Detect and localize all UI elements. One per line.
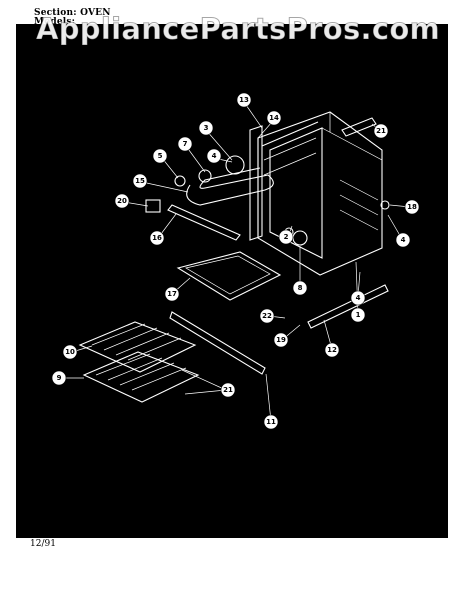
element-bracket xyxy=(167,204,241,241)
callout-22: 22 xyxy=(259,308,275,324)
svg-text:9: 9 xyxy=(57,374,62,382)
callout-4-right: 4 xyxy=(395,232,411,248)
wire-connector xyxy=(380,200,390,210)
oven-racks xyxy=(78,321,200,403)
svg-text:2: 2 xyxy=(284,233,289,241)
svg-text:4: 4 xyxy=(401,236,406,244)
svg-text:4: 4 xyxy=(356,294,361,302)
callout-8: 9 xyxy=(51,370,67,386)
svg-text:18: 18 xyxy=(407,203,417,211)
svg-text:15: 15 xyxy=(135,177,145,185)
footer-date: 12/91 xyxy=(30,539,56,549)
rail-side xyxy=(307,284,389,329)
callout-7: 8 xyxy=(292,280,308,296)
thermostat xyxy=(225,155,245,175)
watermark-logo: AppliancePartsPros.com xyxy=(35,12,441,47)
callout-17: 18 xyxy=(404,199,420,215)
receptacle xyxy=(198,169,212,183)
parts-diagram-panel xyxy=(16,24,448,538)
callout-10: 11 xyxy=(263,414,279,430)
callout-9: 10 xyxy=(62,344,78,360)
svg-text:12: 12 xyxy=(327,346,337,354)
broil-pan xyxy=(176,251,282,301)
callout-4-lower: 4 xyxy=(350,290,366,306)
svg-text:20: 20 xyxy=(117,197,127,205)
callout-19: 20 xyxy=(114,193,130,209)
lamp-bulb xyxy=(174,175,186,187)
svg-text:8: 8 xyxy=(298,284,303,292)
callout-21: 21 xyxy=(220,382,236,398)
svg-text:7: 7 xyxy=(183,140,188,148)
callout-20: 21 xyxy=(373,123,389,139)
rail-bottom xyxy=(169,311,266,375)
svg-text:10: 10 xyxy=(65,348,75,356)
callout-12: 14 xyxy=(266,110,282,126)
svg-text:21: 21 xyxy=(223,386,233,394)
bake-element xyxy=(186,167,274,206)
callout-13: 13 xyxy=(236,92,252,108)
callout-3: 3 xyxy=(198,120,214,136)
side-panel xyxy=(249,125,263,241)
svg-text:14: 14 xyxy=(269,114,279,122)
svg-text:16: 16 xyxy=(152,234,162,242)
callout-4-top: 4 xyxy=(206,148,222,164)
svg-text:17: 17 xyxy=(167,290,177,298)
section-label: Section: OVEN xyxy=(34,8,111,18)
callout-16: 17 xyxy=(164,286,180,302)
svg-text:13: 13 xyxy=(239,96,249,104)
svg-text:22: 22 xyxy=(262,312,272,320)
svg-text:1: 1 xyxy=(356,311,361,319)
svg-text:3: 3 xyxy=(204,124,209,132)
callout-2: 2 xyxy=(278,229,294,245)
terminal-block xyxy=(145,199,161,213)
callout-15: 16 xyxy=(149,230,165,246)
oven-cavity xyxy=(257,111,383,276)
leader-lines xyxy=(61,101,411,422)
callout-18: 19 xyxy=(273,332,289,348)
models-label: Models: xyxy=(34,17,76,27)
svg-text:4: 4 xyxy=(212,152,217,160)
callout-6: 7 xyxy=(177,136,193,152)
callout-5: 5 xyxy=(152,148,168,164)
svg-text:5: 5 xyxy=(158,152,163,160)
svg-text:21: 21 xyxy=(376,127,386,135)
callout-1: 1 xyxy=(350,307,366,323)
callout-14: 15 xyxy=(132,173,148,189)
svg-text:19: 19 xyxy=(276,336,286,344)
latch-handle xyxy=(341,117,377,137)
svg-text:11: 11 xyxy=(266,418,276,426)
callout-11: 12 xyxy=(324,342,340,358)
oven-sensor xyxy=(292,230,308,246)
